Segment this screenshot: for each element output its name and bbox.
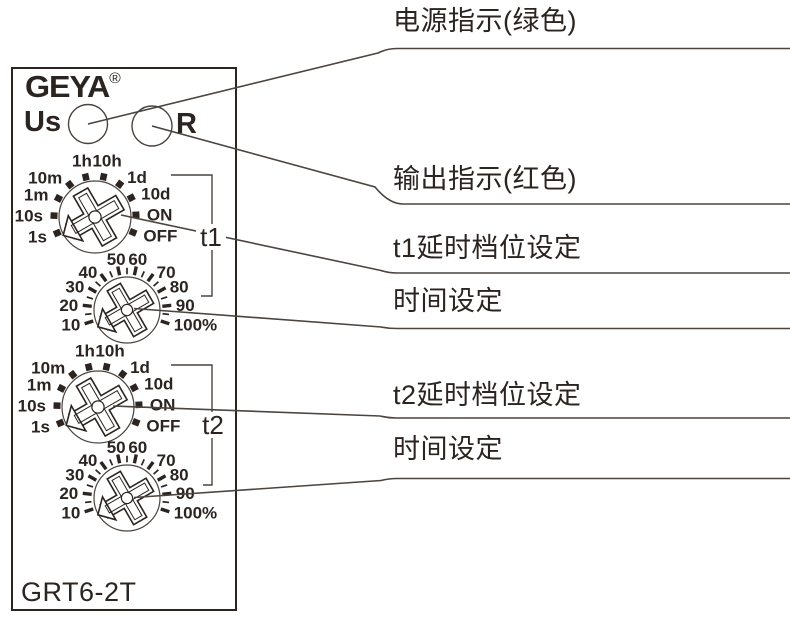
t1-percent-label-20: 20 <box>59 296 78 315</box>
t2-range-label-OFF: OFF <box>146 417 180 436</box>
t2-time-knob <box>93 464 161 532</box>
t2-range-label-1m: 1m <box>27 375 52 394</box>
t2-range-label-1h: 1h <box>75 341 95 360</box>
t2-range-label-10s: 10s <box>18 396 46 415</box>
t1-range-label-1d: 1d <box>127 168 147 187</box>
callout-leader-t2-time-setting <box>133 477 790 499</box>
t2-range-label-ON: ON <box>150 395 176 414</box>
callout-leader-power-indicator <box>87 47 790 125</box>
t1-range-label-ON: ON <box>147 205 173 224</box>
t1-range-label-10d: 10d <box>141 185 170 204</box>
t1-time-knob <box>93 276 161 344</box>
t1-range-label-1s: 1s <box>28 228 47 247</box>
t2-range-label-1s: 1s <box>31 418 50 437</box>
t1-percent-label-70: 70 <box>157 263 176 282</box>
registered-trademark-icon: ® <box>109 70 121 87</box>
t2-range-label-10h: 10h <box>95 341 124 360</box>
t2-range-label-1d: 1d <box>130 358 150 377</box>
t2-percent-label-60: 60 <box>128 438 147 457</box>
timer-group-label-t2: t2 <box>196 412 230 438</box>
callout-leader-t1-time-setting <box>133 307 790 330</box>
t2-percent-label-70: 70 <box>157 451 176 470</box>
t1-range-label-10m: 10m <box>28 169 62 188</box>
power-led <box>67 103 109 145</box>
callout-leader-output-indicator <box>151 125 790 205</box>
callout-t1-time-setting: 时间设定 <box>393 286 503 316</box>
brand-logo-text: GEYA <box>25 69 110 104</box>
callout-t1-range-setting: t1延时档位设定 <box>393 233 582 263</box>
t1-range-label-10s: 10s <box>15 206 43 225</box>
t2-percent-label-40: 40 <box>78 451 97 470</box>
t2-range-label-10m: 10m <box>31 359 65 378</box>
t2-percent-label-10: 10 <box>61 504 80 523</box>
t2-percent-label-50: 50 <box>107 438 126 457</box>
t1-range-label-OFF: OFF <box>143 227 177 246</box>
t1-range-label-1m: 1m <box>24 185 49 204</box>
callout-output-indicator: 输出指示(红色) <box>393 164 577 194</box>
t1-percent-label-30: 30 <box>65 278 84 297</box>
t1-percent-label-50: 50 <box>107 250 126 269</box>
t1-percent-label-80: 80 <box>170 278 189 297</box>
callout-t2-range-setting: t2延时档位设定 <box>393 380 582 410</box>
t1-range-label-1h: 1h <box>72 151 92 170</box>
reset-led-label: R <box>176 108 197 140</box>
timer-group-label-t1: t1 <box>196 224 226 250</box>
t2-range-label-10d: 10d <box>144 375 173 394</box>
t1-range-knob <box>58 180 132 254</box>
power-led-label: Us <box>24 106 62 138</box>
callout-leader-t1-range-setting <box>120 214 790 274</box>
t2-percent-label-30: 30 <box>65 466 84 485</box>
t2-percent-label-100%: 100% <box>174 504 217 523</box>
output-led <box>131 105 173 147</box>
t2-percent-label-20: 20 <box>59 484 78 503</box>
callout-t2-time-setting: 时间设定 <box>393 434 503 464</box>
t1-percent-label-90: 90 <box>176 296 195 315</box>
t2-percent-label-80: 80 <box>170 466 189 485</box>
t1-range-label-10h: 10h <box>92 151 121 170</box>
device-panel-outline <box>11 67 237 611</box>
model-number: GRT6-2T <box>21 577 137 607</box>
t1-percent-label-100%: 100% <box>174 316 217 335</box>
callout-leader-t2-range-setting <box>112 405 790 419</box>
t1-percent-label-10: 10 <box>61 316 80 335</box>
t1-percent-label-40: 40 <box>78 263 97 282</box>
t1-percent-label-60: 60 <box>128 250 147 269</box>
callout-power-indicator: 电源指示(绿色) <box>393 6 577 36</box>
brand-logo: GEYA® <box>25 69 121 105</box>
